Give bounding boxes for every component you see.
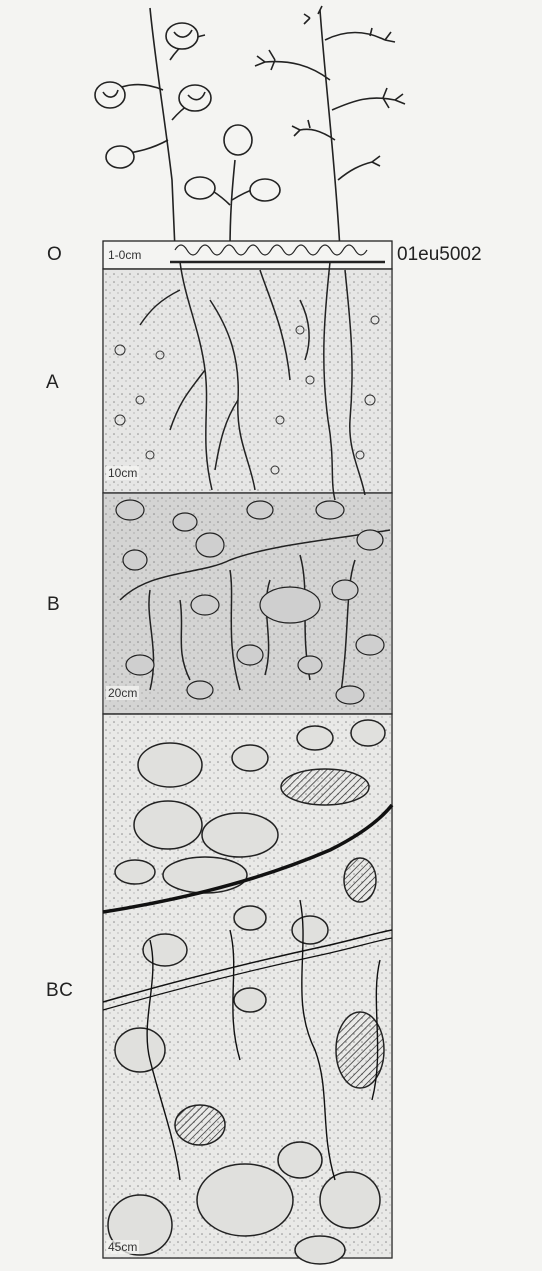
depth-label-bc: 45cm <box>106 1240 139 1254</box>
horizon-label-a: A <box>46 372 59 394</box>
depth-label-a: 10cm <box>106 466 139 480</box>
depth-label-b: 20cm <box>106 686 139 700</box>
horizon-label-b: B <box>47 594 60 616</box>
horizon-label-o: O <box>47 244 62 266</box>
plant-illustrations <box>95 6 405 250</box>
depth-label-o: 1-0cm <box>106 248 143 262</box>
horizon-label-bc: BC <box>46 980 73 1002</box>
profile-id-label: 01eu5002 <box>397 244 482 266</box>
